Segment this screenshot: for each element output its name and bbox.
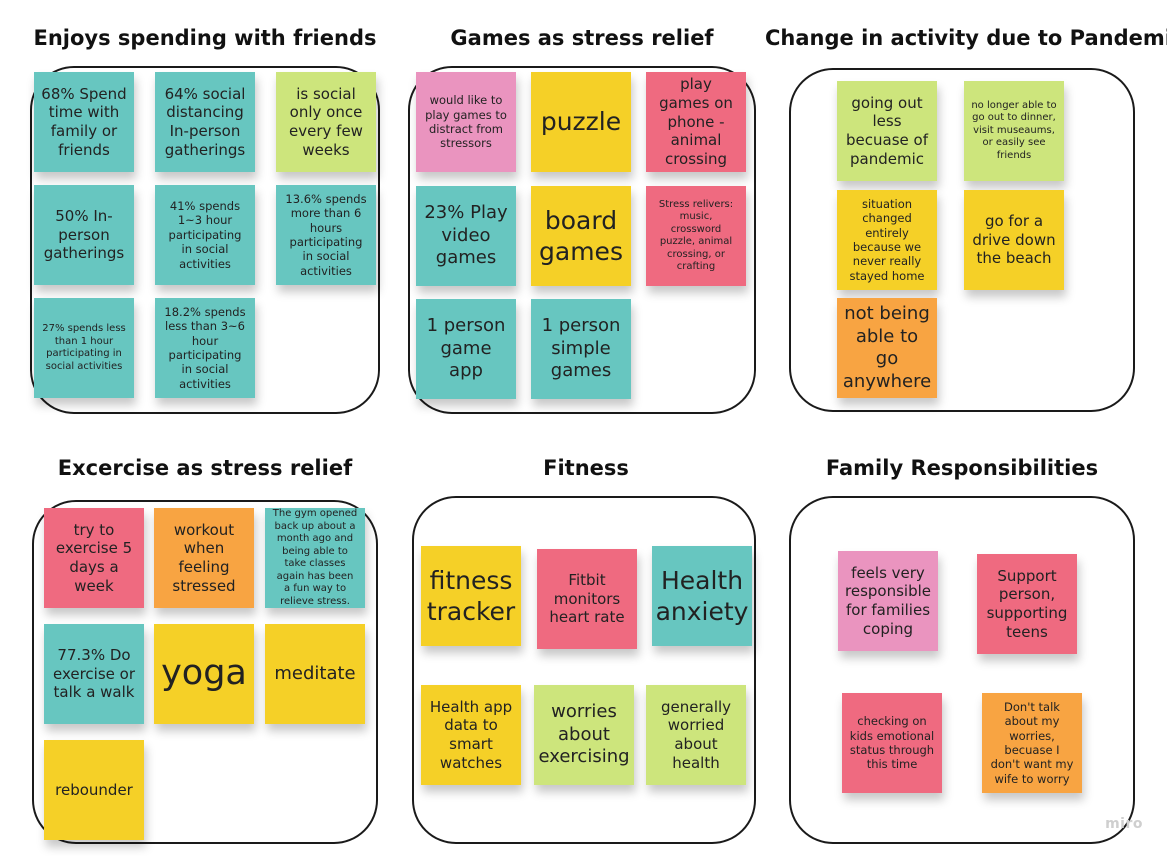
sticky-note[interactable]: play games on phone - animal crossing [646, 72, 746, 172]
sticky-note[interactable]: puzzle [531, 72, 631, 172]
sticky-note[interactable]: is social only once every few weeks [276, 72, 376, 172]
sticky-note[interactable]: Health app data to smart watches [421, 685, 521, 785]
sticky-note[interactable]: rebounder [44, 740, 144, 840]
group-title-fitness: Fitness [543, 456, 629, 480]
sticky-note[interactable]: workout when feeling stressed [154, 508, 254, 608]
sticky-note[interactable]: fitness tracker [421, 546, 521, 646]
sticky-note[interactable]: meditate [265, 624, 365, 724]
sticky-note[interactable]: yoga [154, 624, 254, 724]
sticky-note[interactable]: 1 person simple games [531, 299, 631, 399]
sticky-note[interactable]: 77.3% Do exercise or talk a walk [44, 624, 144, 724]
sticky-note[interactable]: situation changed entirely because we ne… [837, 190, 937, 290]
sticky-note[interactable]: 23% Play video games [416, 186, 516, 286]
sticky-note[interactable]: Health anxiety [652, 546, 752, 646]
sticky-note[interactable]: Don't talk about my worries, becuase I d… [982, 693, 1082, 793]
sticky-note[interactable]: 13.6% spends more than 6 hours participa… [276, 185, 376, 285]
sticky-note[interactable]: generally worried about health [646, 685, 746, 785]
sticky-note[interactable]: feels very responsible for families copi… [838, 551, 938, 651]
miro-logo: miro [1105, 816, 1143, 832]
sticky-note[interactable]: Fitbit monitors heart rate [537, 549, 637, 649]
sticky-note[interactable]: 68% Spend time with family or friends [34, 72, 134, 172]
sticky-note[interactable]: 1 person game app [416, 299, 516, 399]
sticky-note[interactable]: 27% spends less than 1 hour participatin… [34, 298, 134, 398]
sticky-note[interactable]: 41% spends 1~3 hour participating in soc… [155, 185, 255, 285]
sticky-note[interactable]: Support person, supporting teens [977, 554, 1077, 654]
sticky-note[interactable]: The gym opened back up about a month ago… [265, 508, 365, 608]
sticky-note[interactable]: try to exercise 5 days a week [44, 508, 144, 608]
group-title-games-as-stress-relief: Games as stress relief [450, 26, 714, 50]
sticky-note[interactable]: 18.2% spends less than 3~6 hour particip… [155, 298, 255, 398]
sticky-note[interactable]: not being able to go anywhere [837, 298, 937, 398]
sticky-note[interactable]: go for a drive down the beach [964, 190, 1064, 290]
sticky-note[interactable]: would like to play games to distract fro… [416, 72, 516, 172]
sticky-note[interactable]: Stress relivers: music, crossword puzzle… [646, 186, 746, 286]
frame-family-responsibilities[interactable] [789, 496, 1135, 844]
sticky-note[interactable]: board games [531, 186, 631, 286]
sticky-note[interactable]: going out less becuase of pandemic [837, 81, 937, 181]
sticky-note[interactable]: checking on kids emotional status throug… [842, 693, 942, 793]
sticky-note[interactable]: worries about exercising [534, 685, 634, 785]
group-title-excercise-as-stress-relief: Excercise as stress relief [57, 456, 353, 480]
group-title-enjoys-spending-with-friends: Enjoys spending with friends [33, 26, 377, 50]
group-title-change-in-activity: Change in activity due to Pandemic [765, 26, 1167, 50]
sticky-note[interactable]: 64% social distancing In-person gatherin… [155, 72, 255, 172]
group-title-family-responsibilities: Family Responsibilities [825, 456, 1099, 480]
sticky-note[interactable]: 50% In-person gatherings [34, 185, 134, 285]
sticky-note[interactable]: no longer able to go out to dinner, visi… [964, 81, 1064, 181]
